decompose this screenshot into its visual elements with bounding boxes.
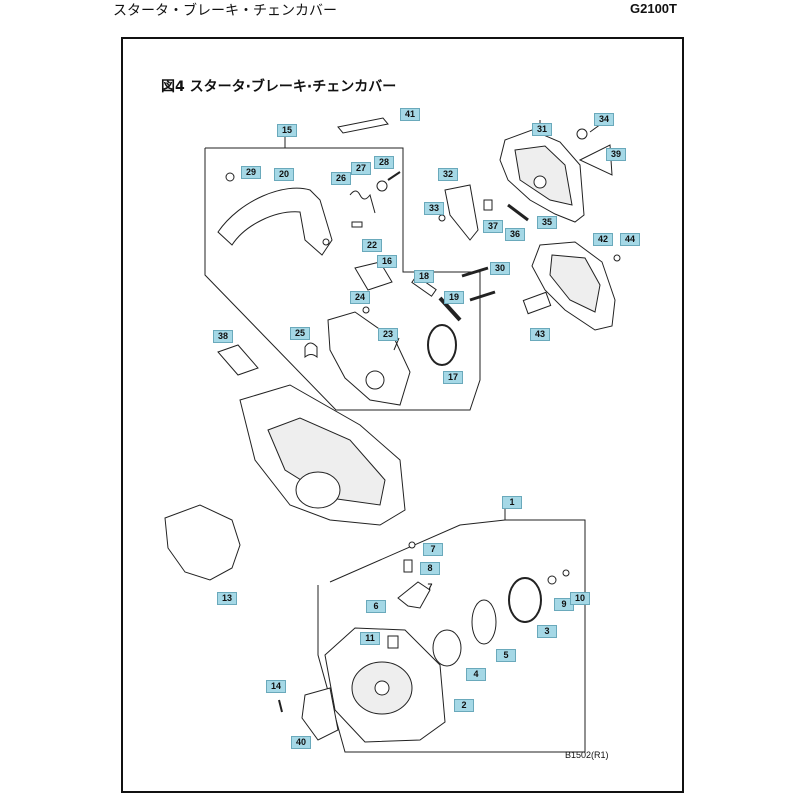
callout-14: 14 [266,680,286,693]
callout-31: 31 [532,123,552,136]
chain-cover-lower-part [531,241,616,331]
callout-2: 2 [454,699,474,712]
callout-7b: 7 [427,582,433,592]
brake-assembly-outline [204,147,481,411]
callout-11: 11 [360,632,380,645]
callout-27: 27 [351,162,371,175]
figure-title: 図4 スタータ·ブレーキ·チェンカバー [161,79,397,95]
callout-8: 8 [420,562,440,575]
figure-frame [121,37,684,793]
callout-43: 43 [530,328,550,341]
model-code: G2100T [630,1,677,16]
callout-44: 44 [620,233,640,246]
washer-part [376,180,388,192]
callout-7a: 7 [423,543,443,556]
callout-19: 19 [444,291,464,304]
callout-18: 18 [414,270,434,283]
callout-3: 3 [537,625,557,638]
callout-41: 41 [400,108,420,121]
callout-42: 42 [593,233,613,246]
callout-22: 22 [362,239,382,252]
brake-band-part [444,184,479,241]
callout-17: 17 [443,371,463,384]
starter-cover-part [324,627,446,743]
front-handle-part [217,187,333,256]
decal-part [337,117,389,134]
callout-36: 36 [505,228,525,241]
crankcase-part [239,384,406,526]
brake-housing-part [327,311,411,406]
callout-28: 28 [374,156,394,169]
callout-15: 15 [277,124,297,137]
callout-38: 38 [213,330,233,343]
callout-40: 40 [291,736,311,749]
callout-6: 6 [366,600,386,613]
callout-13: 13 [217,592,237,605]
starter-assembly-outline [317,519,586,753]
nut-part [576,128,588,140]
callout-26: 26 [331,172,351,185]
callout-29: 29 [241,166,261,179]
callout-5: 5 [496,649,516,662]
callout-39: 39 [606,148,626,161]
callout-25: 25 [290,327,310,340]
callout-33: 33 [424,202,444,215]
decal-40-part [301,687,339,741]
callout-4: 4 [466,668,486,681]
callout-16: 16 [377,255,397,268]
spring-part [349,190,376,214]
callout-10: 10 [570,592,590,605]
callout-37: 37 [483,220,503,233]
callout-23: 23 [378,328,398,341]
section-title: スタータ・ブレーキ・チェンカバー [113,3,337,19]
callout-32: 32 [438,168,458,181]
fan-cover-part [164,504,241,581]
brake-drum-band [427,324,457,366]
callout-1: 1 [502,496,522,509]
callout-34: 34 [594,113,614,126]
figure-reference: B1502(R1) [565,750,609,760]
callout-30: 30 [490,262,510,275]
callout-20: 20 [274,168,294,181]
chain-cover-part [499,129,585,223]
callout-24: 24 [350,291,370,304]
callout-35: 35 [537,216,557,229]
